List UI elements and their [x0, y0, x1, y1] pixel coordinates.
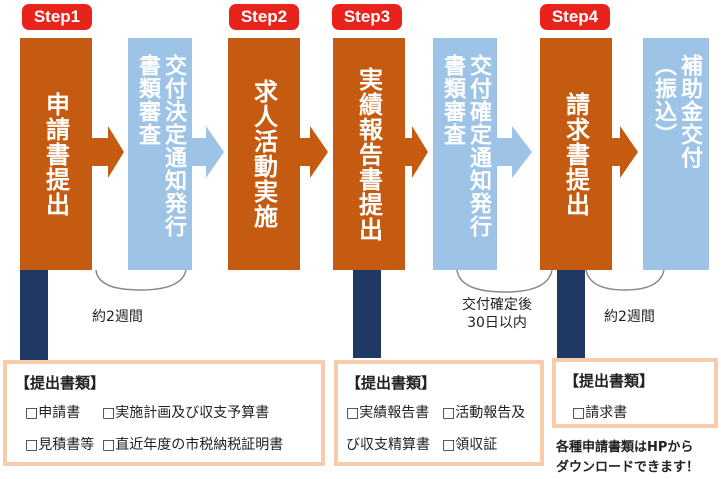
process-label-report: 実績報告書提出 [354, 66, 383, 242]
duration-note-2: 交付確定後 30日以内 [462, 296, 532, 332]
review-confirmation-screening: 書類審査 [440, 54, 465, 146]
review-confirmation-notice: 交付確定通知発行 [466, 54, 491, 238]
doc-item: □直近年度の市税納税証明書 [102, 437, 284, 453]
review-decision-notice: 交付決定通知発行 [161, 54, 186, 238]
step1-badge: Step1 [22, 4, 92, 30]
grant-payment-label: 補助金交付 [677, 54, 702, 169]
doc-item: □領収証 [442, 437, 498, 453]
doc-item: び収支精算書 [346, 437, 430, 453]
grant-transfer-label: （振込） [651, 54, 676, 146]
process-box-report: 実績報告書提出 [333, 38, 405, 270]
doc-box-step3: 【提出書類】 □実績報告書 □活動報告及 び収支精算書 □領収証 [334, 360, 544, 466]
duration-note-2-line1: 交付確定後 [462, 297, 532, 313]
step3-badge: Step3 [332, 4, 402, 30]
doc-box-step1: 【提出書類】 □申請書 □実施計画及び収支予算書 □見積書等 □直近年度の市税納… [3, 360, 325, 466]
review-box-decision: 交付決定通知発行 書類審査 [128, 38, 192, 270]
process-label-application: 申請書提出 [41, 91, 70, 217]
step4-badge: Step4 [540, 4, 610, 30]
process-label-invoice: 請求書提出 [561, 91, 590, 217]
step2-badge: Step2 [229, 4, 299, 30]
timeline-bar-step3 [353, 268, 381, 358]
doc-item: □申請書 [25, 405, 81, 421]
doc-box-title: 【提出書類】 [15, 374, 106, 392]
download-note-line2: ダウンロードできます！ [556, 460, 700, 475]
duration-note-1: 約2週間 [92, 309, 143, 325]
duration-bracket-1 [95, 269, 187, 291]
timeline-bar-step1 [20, 268, 48, 368]
arrow-review-to-step2 [192, 126, 224, 178]
download-note-line1: 各種申請書類はHPから [556, 440, 694, 455]
process-box-application: 申請書提出 [20, 38, 92, 270]
arrow-step1-to-review [92, 126, 124, 178]
doc-box-step4: 【提出書類】 □請求書 [552, 358, 718, 428]
doc-item: □実績報告書 [346, 405, 430, 421]
duration-bracket-3 [585, 269, 665, 291]
duration-note-2-line2: 30日以内 [467, 315, 527, 331]
process-box-invoice: 請求書提出 [540, 38, 612, 270]
doc-item: □活動報告及 [442, 405, 526, 421]
download-note: 各種申請書類はHPから ダウンロードできます！ [556, 438, 699, 478]
doc-item: □見積書等 [25, 437, 95, 453]
duration-note-3: 約2週間 [604, 309, 655, 325]
review-box-confirmation: 交付確定通知発行 書類審査 [433, 38, 497, 270]
duration-bracket-2 [456, 269, 553, 293]
arrow-review-to-step4 [497, 126, 532, 178]
review-decision-screening: 書類審査 [135, 54, 160, 146]
timeline-bar-step4 [557, 268, 585, 358]
doc-item: □実施計画及び収支予算書 [102, 405, 270, 421]
arrow-step3-to-review [405, 126, 428, 178]
doc-box-title: 【提出書類】 [346, 374, 437, 392]
doc-item: □請求書 [572, 405, 628, 421]
arrow-step2-to-step3 [300, 126, 328, 178]
doc-box-title: 【提出書類】 [564, 372, 655, 390]
process-label-recruitment: 求人活動実施 [249, 79, 278, 229]
final-box-grant: 補助金交付 （振込） [643, 38, 709, 270]
process-box-recruitment: 求人活動実施 [228, 38, 300, 270]
arrow-step4-to-grant [612, 126, 638, 178]
